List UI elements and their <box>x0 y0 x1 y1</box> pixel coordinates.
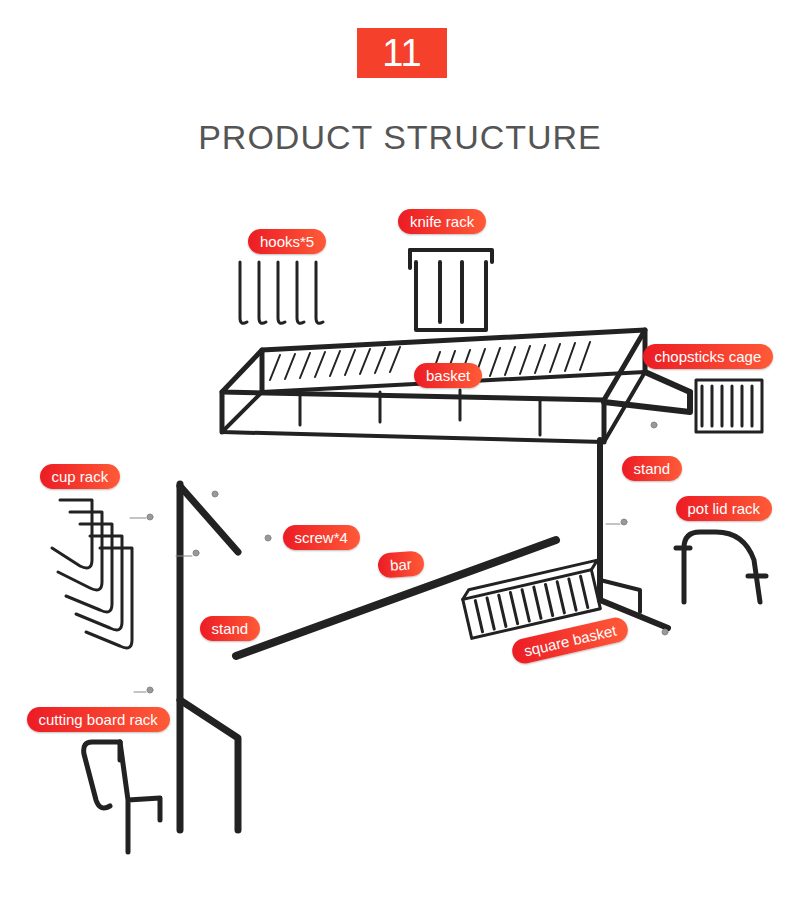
pot-lid-rack-drawing <box>676 532 766 602</box>
part-name: 11 <box>357 28 447 78</box>
part-name: pot lid rack <box>688 500 761 517</box>
cup-rack-drawing <box>52 500 132 648</box>
part-name: knife rack <box>410 213 474 230</box>
bar-drawing <box>236 540 556 656</box>
part-name: screw*4 <box>295 529 348 546</box>
part-tag: screw*4 <box>283 525 360 550</box>
part-tag: hooks*5 <box>248 229 326 254</box>
part-name: stand <box>212 620 249 637</box>
part-name: square basket <box>522 621 618 659</box>
screw-drawing <box>130 422 668 693</box>
part-name: stand <box>634 460 671 477</box>
part-tag: knife rack <box>398 209 486 234</box>
part-name: hooks*5 <box>260 233 314 250</box>
part-tag: stand <box>622 456 683 481</box>
part-name: cutting board rack <box>39 711 158 728</box>
part-name: bar <box>389 555 412 573</box>
part-tag: basket <box>414 363 482 388</box>
part-tag: cup rack <box>40 464 121 489</box>
part-tag: chopsticks cage <box>643 344 774 369</box>
knife-rack-drawing <box>410 250 492 330</box>
part-tag: stand <box>200 616 261 641</box>
part-tag: bar <box>377 550 424 578</box>
basket-drawing <box>222 330 690 442</box>
diagram-title: PRODUCT STRUCTURE <box>0 118 800 157</box>
cutting-board-rack-drawing <box>84 742 160 852</box>
part-name: basket <box>426 367 470 384</box>
part-name: chopsticks cage <box>655 348 762 365</box>
part-tag: square basket <box>510 615 631 666</box>
part-name: cup rack <box>52 468 109 485</box>
left-stand-drawing <box>180 484 238 830</box>
section-number: 11 <box>357 28 447 78</box>
part-tag: pot lid rack <box>676 496 773 521</box>
hooks-drawing <box>240 262 323 323</box>
chopsticks-cage-drawing <box>696 380 762 432</box>
part-tag: cutting board rack <box>27 707 170 732</box>
